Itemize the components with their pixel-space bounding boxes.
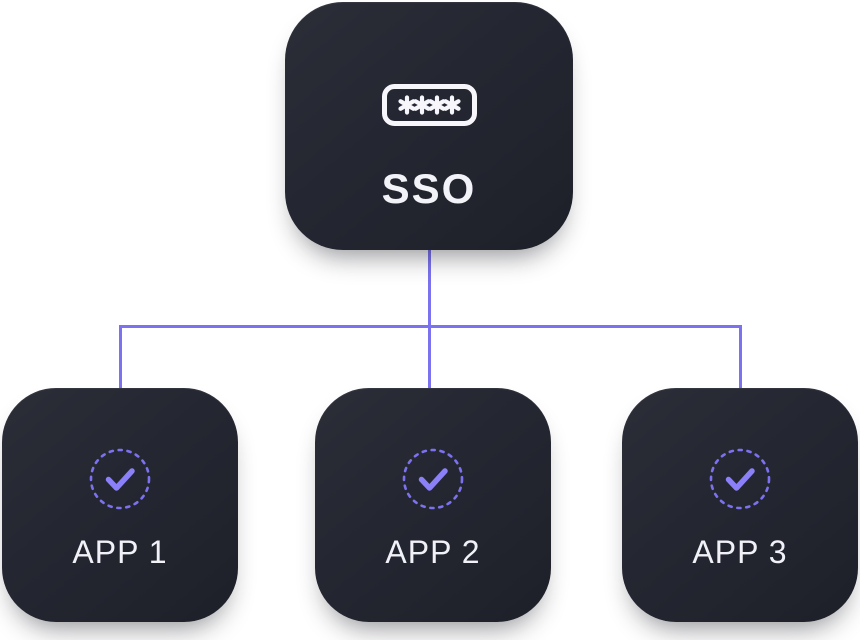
connector-drop-app-3	[739, 325, 742, 389]
check-circle-icon	[709, 448, 771, 510]
check-circle-icon	[402, 448, 464, 510]
password-field-icon	[381, 84, 477, 126]
app-label-2: APP 2	[385, 534, 481, 570]
connector-drop-app-2	[428, 325, 431, 389]
app-label-3: APP 3	[692, 534, 788, 570]
connector-sso-trunk	[428, 249, 431, 326]
app-node-2: APP 2	[315, 388, 551, 622]
check-circle-icon	[89, 448, 151, 510]
app-label-1: APP 1	[72, 534, 168, 570]
sso-node: SSO	[285, 2, 573, 250]
connector-drop-app-1	[119, 325, 122, 389]
app-node-1: APP 1	[2, 388, 238, 622]
app-node-3: APP 3	[622, 388, 858, 622]
sso-label: SSO	[381, 165, 477, 212]
